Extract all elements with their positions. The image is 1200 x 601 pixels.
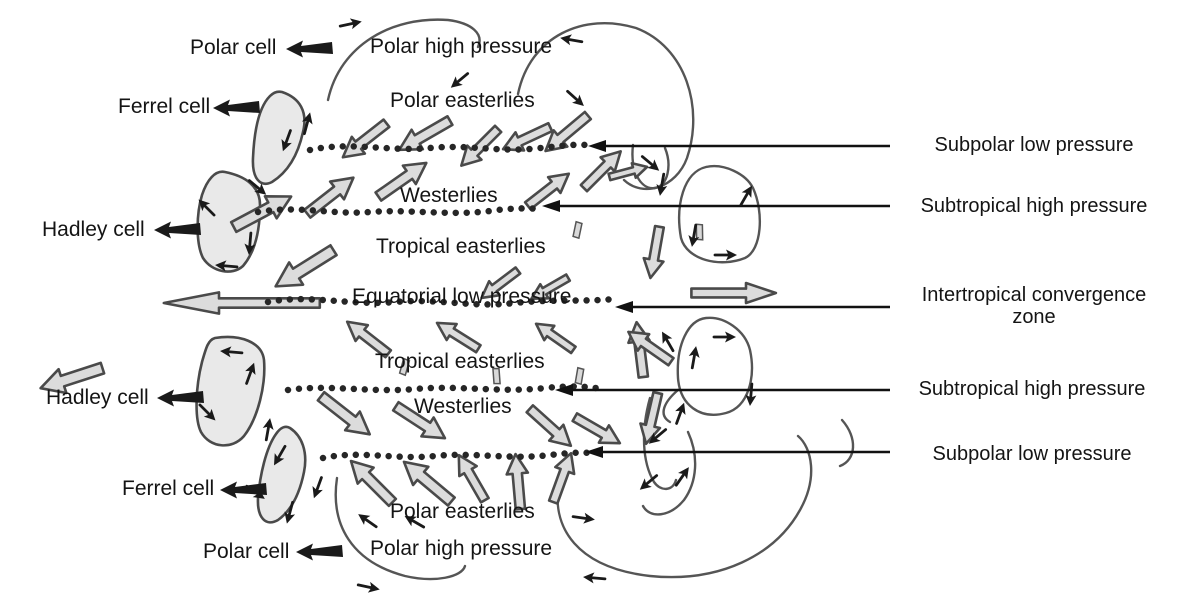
subtropical-high-north-dots bbox=[254, 205, 544, 217]
ferrel-cell-south-label: Ferrel cell bbox=[122, 477, 215, 500]
subpolar-low-north-label: Subpolar low pressure bbox=[934, 134, 1134, 156]
subpolar-low-south-dots bbox=[319, 449, 594, 462]
subtropical-high-north-label: Subtropical high pressure bbox=[920, 195, 1148, 217]
westerlies-north-label: Westerlies bbox=[400, 184, 498, 207]
tropical-easterlies-south-label: Tropical easterlies bbox=[375, 350, 545, 373]
callout-leader-lines bbox=[558, 144, 890, 454]
polar-easterlies-south-label: Polar easterlies bbox=[390, 500, 535, 523]
subpolar-low-south-label: Subpolar low pressure bbox=[932, 443, 1132, 465]
equatorial-low-label: Equatorial low pressure bbox=[352, 285, 572, 308]
subtropical-high-south-dots bbox=[284, 383, 600, 394]
polar-cell-north-label: Polar cell bbox=[190, 36, 277, 59]
hadley-cell-north-arrow bbox=[154, 221, 201, 239]
polar-easterlies-north-label: Polar easterlies bbox=[390, 89, 535, 112]
polar-high-north-label: Polar high pressure bbox=[370, 35, 553, 58]
polar-high-south-label: Polar high pressure bbox=[370, 537, 553, 560]
pressure-belt-dotted-lines bbox=[254, 141, 618, 462]
polar-cell-south-label: Polar cell bbox=[203, 540, 290, 563]
subtropical-high-south-label: Subtropical high pressure bbox=[918, 378, 1146, 400]
ferrel-cell-north-blob bbox=[251, 90, 306, 185]
ferrel-cell-north-label: Ferrel cell bbox=[118, 95, 211, 118]
hadley-cell-north-blob bbox=[196, 170, 262, 273]
polar-cell-north-arrow bbox=[286, 40, 333, 58]
itcz-label: Intertropical convergence zone bbox=[921, 284, 1147, 329]
hadley-cell-south-label: Hadley cell bbox=[46, 386, 149, 409]
callout-leader-arrowheads bbox=[542, 140, 633, 458]
polar-cell-south-arrow bbox=[296, 543, 343, 561]
westerlies-south-label: Westerlies bbox=[414, 395, 512, 418]
ferrel-cell-north-arrow bbox=[213, 99, 260, 117]
ferrel-cell-south-blob bbox=[256, 425, 307, 524]
tropical-easterlies-north-label: Tropical easterlies bbox=[376, 235, 546, 258]
hadley-cell-north-label: Hadley cell bbox=[42, 218, 145, 241]
equatorial-low-dots bbox=[264, 295, 618, 308]
subpolar-low-north-dots bbox=[306, 141, 590, 154]
